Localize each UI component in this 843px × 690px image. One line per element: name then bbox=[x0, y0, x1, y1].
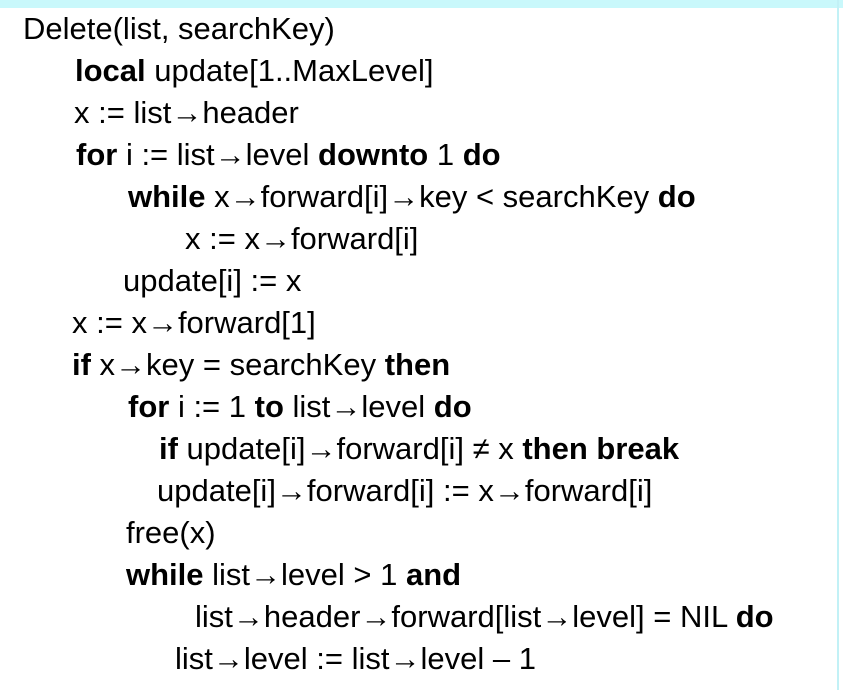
code-line: if update[i]→forward[i] ≠ x then break bbox=[0, 428, 837, 470]
code-line: free(x) bbox=[0, 512, 837, 554]
code-line: Delete(list, searchKey) bbox=[0, 8, 837, 50]
code-text-segment: Delete(list, searchKey) bbox=[23, 11, 335, 46]
code-line: while list→level > 1 and bbox=[0, 554, 837, 596]
code-text-segment: x := x→forward[1] bbox=[72, 305, 316, 340]
pseudocode-block: Delete(list, searchKey) local update[1..M… bbox=[0, 8, 837, 680]
keyword-segment: if bbox=[159, 431, 178, 466]
code-text-segment: update[1..MaxLevel] bbox=[145, 53, 434, 88]
code-text-segment: update[i]→forward[i] ≠ x bbox=[177, 431, 523, 466]
code-text-segment: x→key = searchKey bbox=[90, 347, 385, 382]
keyword-segment: to bbox=[254, 389, 284, 424]
keyword-segment: do bbox=[462, 137, 501, 172]
code-line: list→level := list→level – 1 bbox=[0, 638, 837, 680]
code-text-segment: update[i]→forward[i] := x→forward[i] bbox=[157, 473, 653, 508]
keyword-segment: while bbox=[128, 179, 206, 214]
code-text-segment: update[i] := x bbox=[123, 263, 302, 298]
code-text-segment: 1 bbox=[428, 137, 463, 172]
code-text-segment: i := 1 bbox=[169, 389, 255, 424]
code-text-segment: x := x→forward[i] bbox=[185, 221, 419, 256]
code-line: update[i]→forward[i] := x→forward[i] bbox=[0, 470, 837, 512]
keyword-segment: for bbox=[128, 389, 170, 424]
keyword-segment: and bbox=[405, 557, 462, 592]
code-text-segment: i := list→level bbox=[117, 137, 319, 172]
code-line: x := x→forward[i] bbox=[0, 218, 837, 260]
code-line: if x→key = searchKey then bbox=[0, 344, 837, 386]
keyword-segment: while bbox=[126, 557, 204, 592]
keyword-segment: then break bbox=[522, 431, 680, 466]
code-line: for i := list→level downto 1 do bbox=[0, 134, 837, 176]
code-line: for i := 1 to list→level do bbox=[0, 386, 837, 428]
slide-right-border bbox=[837, 0, 839, 690]
keyword-segment: do bbox=[433, 389, 472, 424]
code-line: list→header→forward[list→level] = NIL do bbox=[0, 596, 837, 638]
keyword-segment: if bbox=[72, 347, 91, 382]
code-line: x := list→header bbox=[0, 92, 837, 134]
keyword-segment: do bbox=[657, 179, 696, 214]
code-line: update[i] := x bbox=[0, 260, 837, 302]
code-text-segment: list→level > 1 bbox=[203, 557, 406, 592]
keyword-segment: for bbox=[76, 137, 118, 172]
keyword-segment: do bbox=[735, 599, 774, 634]
code-line: x := x→forward[1] bbox=[0, 302, 837, 344]
code-text-segment: free(x) bbox=[126, 515, 216, 550]
code-text-segment: list→level bbox=[283, 389, 434, 424]
code-text-segment: x := list→header bbox=[74, 95, 299, 130]
code-text-segment: list→level := list→level – 1 bbox=[175, 641, 536, 676]
slide-top-border bbox=[0, 0, 843, 8]
code-text-segment: x→forward[i]→key < searchKey bbox=[205, 179, 658, 214]
keyword-segment: downto bbox=[318, 137, 429, 172]
code-text-segment: list→header→forward[list→level] = NIL bbox=[195, 599, 736, 634]
code-line: while x→forward[i]→key < searchKey do bbox=[0, 176, 837, 218]
keyword-segment: then bbox=[384, 347, 451, 382]
code-line: local update[1..MaxLevel] bbox=[0, 50, 837, 92]
keyword-segment: local bbox=[75, 53, 146, 88]
